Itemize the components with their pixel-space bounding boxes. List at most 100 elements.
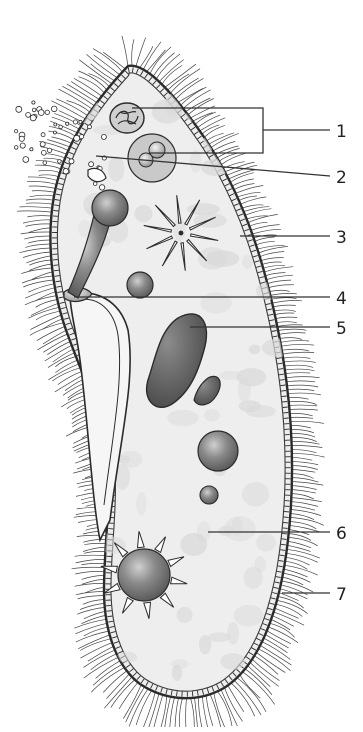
cilium <box>258 649 290 671</box>
cilium <box>291 498 322 502</box>
cytoplasm-granule <box>164 94 178 117</box>
cilium <box>270 623 295 637</box>
cilium <box>289 405 317 406</box>
cilium <box>291 438 316 442</box>
cilium <box>47 140 70 147</box>
label-7: 7 <box>336 585 347 605</box>
cilium <box>88 646 114 661</box>
food-particle <box>38 110 44 116</box>
food-particle <box>73 120 77 124</box>
cilium <box>20 207 53 208</box>
cytoplasm-granule <box>256 534 276 552</box>
cilium <box>292 482 323 486</box>
cilium <box>247 216 268 219</box>
food-vacuole <box>127 272 153 298</box>
food-particle <box>88 125 92 129</box>
pellicle-hatch-mark <box>107 611 112 612</box>
cilium <box>270 293 296 295</box>
food-particle <box>41 150 46 155</box>
cilium <box>290 413 313 415</box>
food-particle <box>51 106 57 112</box>
cilium <box>277 600 308 613</box>
cilium <box>292 486 317 490</box>
cilium <box>202 125 219 134</box>
cilium <box>91 64 115 81</box>
cilium <box>72 567 105 569</box>
cilium <box>280 589 308 599</box>
cilium <box>91 654 117 670</box>
food-particle <box>43 161 47 165</box>
cilium <box>262 262 282 264</box>
cilium <box>24 236 50 239</box>
labels: 1 2 3 4 5 6 7 <box>336 122 347 605</box>
cilium <box>81 563 104 565</box>
cilium <box>26 203 53 204</box>
food-particle <box>63 169 68 174</box>
cilium <box>291 510 321 516</box>
pellicle-hatch-mark <box>280 380 285 381</box>
label-2: 2 <box>336 168 347 188</box>
cilium <box>126 687 145 722</box>
food-particle <box>99 185 104 190</box>
cilium <box>280 338 303 340</box>
cilium <box>83 547 106 551</box>
cilium <box>292 470 315 473</box>
cilium <box>292 490 316 493</box>
food-vacuole <box>198 431 238 471</box>
food-particle <box>53 131 56 134</box>
cilium <box>78 596 105 599</box>
food-particle <box>30 115 36 121</box>
cytoplasm-granule <box>239 400 261 412</box>
cilium <box>271 298 296 300</box>
cilium <box>290 417 313 418</box>
cilium <box>272 616 294 627</box>
cilium <box>78 635 110 649</box>
cilium <box>290 421 323 423</box>
cilium <box>30 195 54 197</box>
cytoplasm-granule <box>167 410 198 426</box>
pellicle-hatch-mark <box>282 533 287 534</box>
cytoplasm-granule <box>232 517 243 537</box>
cilium <box>150 47 171 74</box>
contractile-vacuole-center <box>179 231 184 236</box>
cilium <box>136 38 146 67</box>
cilium <box>186 698 187 727</box>
cytoplasm-granule <box>222 102 251 117</box>
cilium <box>43 330 66 344</box>
cilium <box>287 381 316 382</box>
cilium <box>288 397 308 399</box>
food-particle <box>47 148 51 152</box>
cilium <box>42 319 62 330</box>
cilium <box>76 559 105 563</box>
cilium <box>32 191 55 193</box>
food-vacuole <box>200 486 218 504</box>
cytoplasm-granule <box>263 96 283 114</box>
cilium <box>91 668 124 693</box>
cilium <box>252 229 281 234</box>
cilium <box>37 334 67 350</box>
cilium <box>28 240 51 243</box>
cilium <box>221 153 247 165</box>
cilium <box>198 697 202 727</box>
cilium <box>84 611 105 618</box>
cilium <box>48 131 73 140</box>
cilium <box>274 310 296 312</box>
cilium <box>39 175 59 177</box>
cilium <box>290 409 318 410</box>
cytoplasm-granule <box>249 158 276 178</box>
cytoplasm-granule <box>242 482 269 506</box>
cilium <box>170 697 175 727</box>
cytoplasm-granule <box>220 653 245 670</box>
cilium <box>31 303 58 315</box>
cilium <box>221 690 237 726</box>
cilium <box>179 698 182 727</box>
pellicle-hatch-mark <box>282 396 287 397</box>
cilium <box>75 571 104 574</box>
cilium <box>291 434 315 438</box>
cilium <box>266 275 293 280</box>
cilium <box>48 353 75 368</box>
cilium <box>278 597 304 609</box>
cilium <box>260 252 284 257</box>
cilium <box>32 272 53 280</box>
cilium <box>289 401 317 404</box>
